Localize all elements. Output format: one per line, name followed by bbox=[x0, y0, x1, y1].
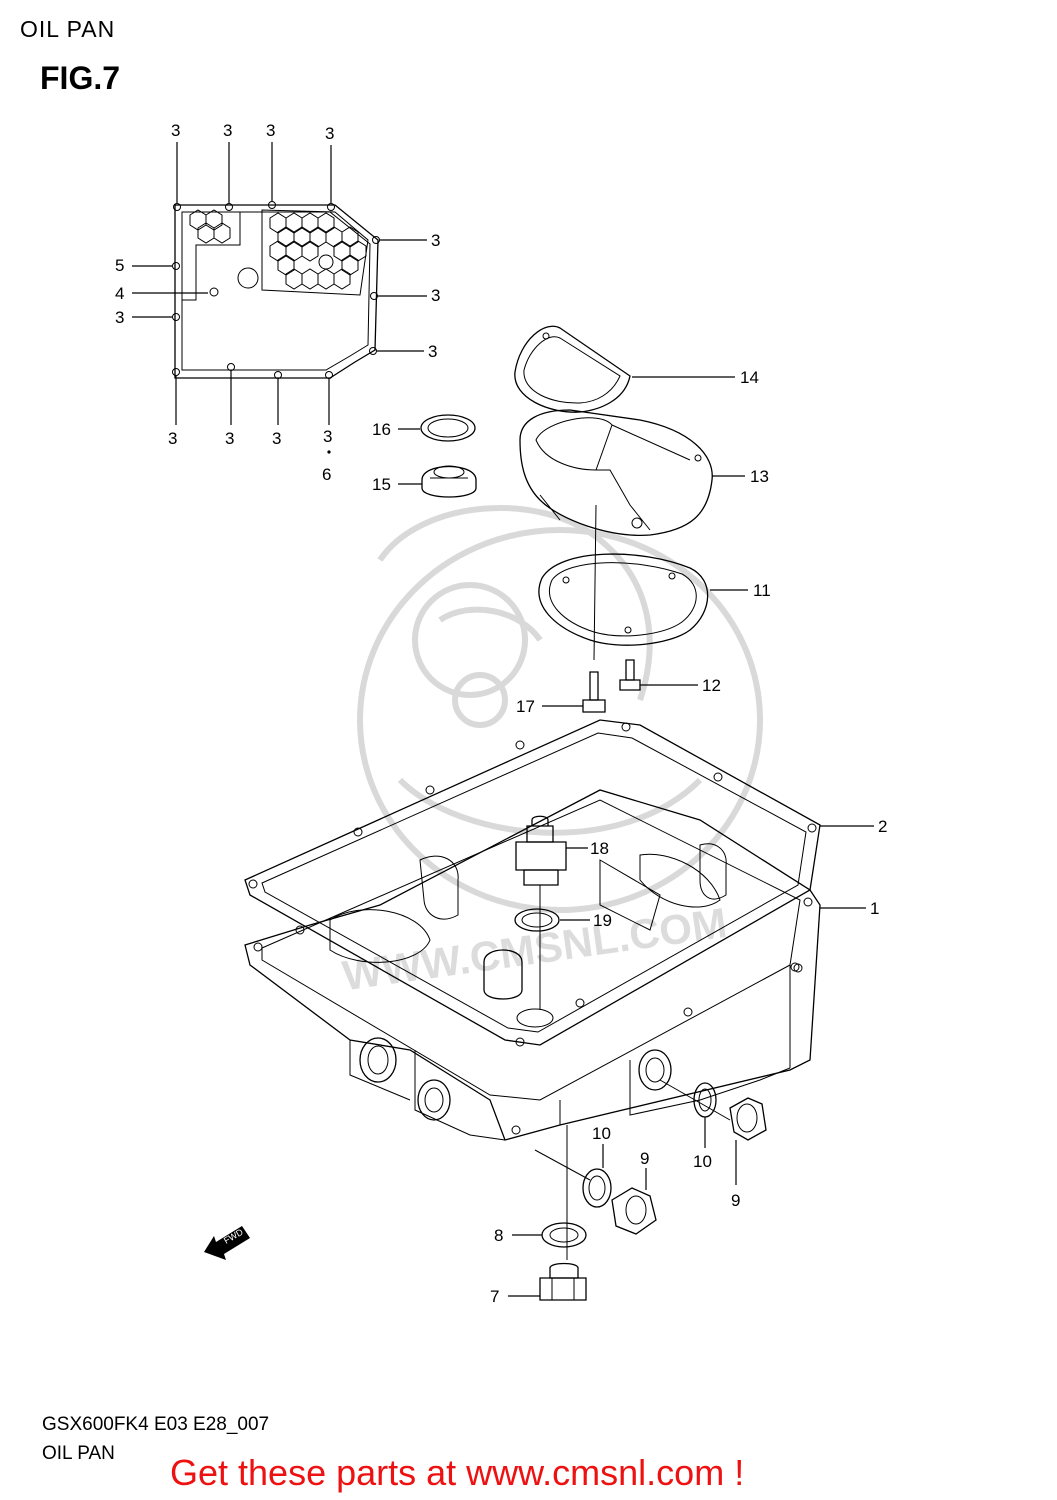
part-16-oring bbox=[420, 414, 476, 442]
callout-dot bbox=[327, 450, 331, 454]
callout-18: 18 bbox=[590, 839, 609, 858]
part-10-washer-lower bbox=[582, 1168, 612, 1208]
part-13-strainer bbox=[519, 409, 713, 536]
callout-10: 10 bbox=[592, 1124, 611, 1143]
callout-11: 11 bbox=[753, 581, 771, 600]
callout-4: 4 bbox=[115, 284, 124, 303]
callout-13: 13 bbox=[750, 467, 769, 486]
get-parts-link[interactable]: Get these parts at www.cmsnl.com ! bbox=[170, 1452, 745, 1493]
callout-3: 3 bbox=[266, 121, 275, 140]
callout-3: 3 bbox=[168, 429, 177, 448]
callout-3: 3 bbox=[272, 429, 281, 448]
callout-17: 17 bbox=[516, 697, 535, 716]
callout-19: 19 bbox=[593, 911, 612, 930]
side-axis-line bbox=[534, 1149, 591, 1181]
part-14-gasket bbox=[514, 325, 631, 413]
part-19-washer bbox=[514, 908, 560, 932]
part-8-washer bbox=[541, 1222, 587, 1248]
part-18-oil-pressure-switch bbox=[515, 815, 567, 886]
callout-7: 7 bbox=[490, 1287, 499, 1306]
right-axis-line bbox=[659, 1079, 731, 1121]
part-10-washer-right bbox=[693, 1082, 717, 1118]
upper-gasket-drawing bbox=[172, 201, 380, 379]
callout-14: 14 bbox=[740, 368, 759, 387]
page-title: OIL PAN bbox=[20, 16, 116, 42]
part-9-plug-lower bbox=[611, 1187, 657, 1235]
callout-16: 16 bbox=[372, 420, 391, 439]
part-15-seal bbox=[421, 465, 477, 498]
callout-15: 15 bbox=[372, 475, 391, 494]
part-17-bolt bbox=[582, 671, 606, 713]
callout-3: 3 bbox=[325, 124, 334, 143]
part-9-plug-right bbox=[729, 1097, 767, 1141]
callout-3: 3 bbox=[323, 427, 332, 446]
callout-9: 9 bbox=[731, 1191, 740, 1210]
watermark-logo: WWW.CMSNL.COM bbox=[340, 505, 763, 999]
part-11-gasket bbox=[538, 553, 709, 646]
callout-8: 8 bbox=[494, 1226, 503, 1245]
callout-12: 12 bbox=[702, 676, 721, 695]
part-7-drain-plug bbox=[539, 1262, 587, 1301]
callout-1: 1 bbox=[870, 899, 879, 918]
callout-5: 5 bbox=[115, 256, 124, 275]
callout-numbers: 3 3 3 3 3 3 3 5 4 3 3 3 3 3 6 14 16 15 1… bbox=[115, 121, 887, 1306]
callout-9: 9 bbox=[640, 1149, 649, 1168]
callout-3: 3 bbox=[171, 121, 180, 140]
model-code: GSX600FK4 E03 E28_007 bbox=[42, 1414, 270, 1435]
forward-arrow-icon: FWD bbox=[204, 1226, 250, 1260]
figure-label: FIG.7 bbox=[40, 60, 121, 96]
callout-3: 3 bbox=[223, 121, 232, 140]
strainer-bolt-axis-line bbox=[593, 504, 597, 661]
leader-lines bbox=[132, 142, 874, 1297]
callout-3: 3 bbox=[225, 429, 234, 448]
callout-3: 3 bbox=[431, 231, 440, 250]
section-name: OIL PAN bbox=[42, 1443, 115, 1464]
callout-6: 6 bbox=[322, 465, 331, 484]
callout-3: 3 bbox=[115, 308, 124, 327]
callout-3: 3 bbox=[428, 342, 437, 361]
part-2-pan-gasket bbox=[244, 719, 821, 1047]
part-1-oil-pan bbox=[244, 789, 821, 1141]
callout-3: 3 bbox=[431, 286, 440, 305]
part-12-bolt bbox=[619, 659, 641, 691]
callout-2: 2 bbox=[878, 817, 887, 836]
callout-10: 10 bbox=[693, 1152, 712, 1171]
